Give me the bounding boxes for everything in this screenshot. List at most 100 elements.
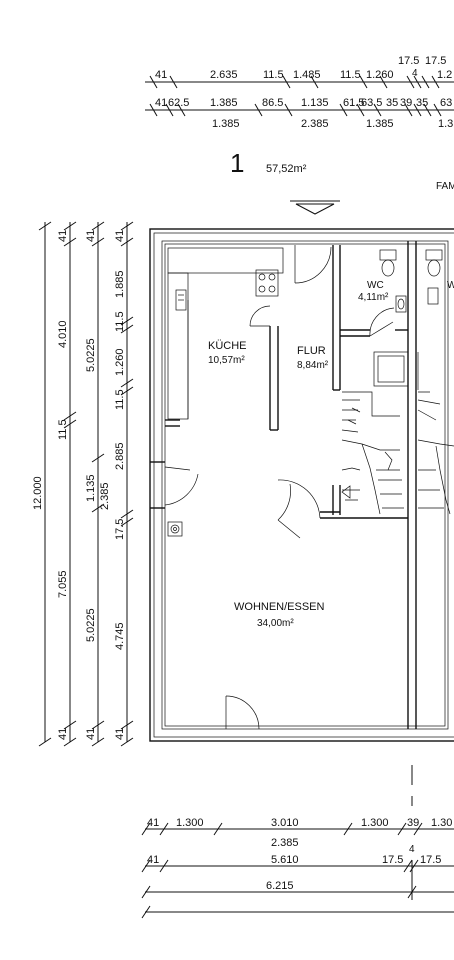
dim-label: 5.0225: [85, 608, 97, 642]
dim-label: 4.745: [114, 622, 126, 650]
top-dimension-labels-row3: 1.385 2.385 1.385 1.3: [212, 118, 453, 130]
dim-label: 39: [400, 97, 412, 109]
dim-label: 41: [57, 728, 69, 740]
sink-icon: [175, 289, 187, 311]
dim-label: 62.5: [168, 97, 189, 109]
dim-label: 11.5: [340, 69, 361, 81]
dim-label: 1.135: [85, 474, 97, 502]
room-area-kitchen: 10,57m²: [208, 355, 245, 366]
dim-label: 4.010: [57, 320, 69, 348]
top-dimension-labels-row1: 41 2.635 11.5 1.485 11.5 1.260 4 17.5 17…: [155, 55, 452, 81]
dim-label: 17.5: [420, 854, 441, 866]
shower-tray: [373, 351, 409, 387]
dim-label: 2.885: [114, 442, 126, 470]
staircase: [341, 391, 404, 515]
room-name-wc: WC: [367, 280, 384, 291]
dim-label: 35: [386, 97, 398, 109]
dim-label: 41: [114, 230, 126, 242]
room-name-neighbor-wc: W: [447, 280, 454, 291]
dim-label: 41: [85, 728, 97, 740]
room-name-living: WOHNEN/ESSEN: [234, 601, 325, 613]
boiler-icon: [167, 521, 183, 537]
dim-label: 1.385: [212, 118, 240, 130]
dim-label: 7.055: [57, 570, 69, 598]
neighbor-staircase: [417, 352, 454, 515]
unit-number: 1: [230, 148, 244, 178]
dim-label: 17.5: [398, 55, 419, 67]
neighbor-unit-label: FAM: [436, 181, 454, 192]
dim-label: 1.260: [114, 348, 126, 376]
dim-label: 2.635: [210, 69, 238, 81]
dim-label: 41: [147, 854, 159, 866]
door-front: [294, 245, 332, 284]
dim-label: 11.5: [114, 389, 126, 410]
dim-label: 41: [85, 230, 97, 242]
dim-label: 17.5: [425, 55, 446, 67]
dim-label: 1.300: [361, 817, 389, 829]
top-dimension-labels-row2: 41 62.5 1.385 86.5 1.135 61.5 63.5 35 39…: [155, 97, 452, 109]
party-wall: [407, 241, 417, 729]
dim-label: 39: [407, 817, 419, 829]
neighbor-toilet-icon: [425, 249, 443, 305]
dim-label: 1.385: [210, 97, 238, 109]
dim-label: 1.3: [438, 118, 453, 130]
unit-area: 57,52m²: [266, 163, 307, 175]
dim-label: 17.5: [114, 519, 126, 540]
dim-label: 41: [155, 97, 167, 109]
dim-label: 3.010: [271, 817, 299, 829]
dim-label: 17.5: [382, 854, 403, 866]
dim-label: 1.385: [366, 118, 394, 130]
room-area-living: 34,00m²: [257, 618, 294, 629]
top-dimension-lines: [145, 75, 454, 117]
bottom-dimension-labels: 41 1.300 3.010 1.300 39 1.30 2.385 41 5.…: [147, 817, 452, 892]
dim-label: 1.260: [366, 69, 394, 81]
dim-label: 1.300: [176, 817, 204, 829]
dim-label: 11.5: [57, 419, 69, 440]
dim-label: 41: [147, 817, 159, 829]
dim-label: 5.610: [271, 854, 299, 866]
room-area-wc: 4,11m²: [358, 292, 389, 303]
kitchen-counter: [167, 247, 284, 420]
door-living-hall: [277, 479, 321, 539]
dim-label: 35: [416, 97, 428, 109]
dim-label: 63: [440, 97, 452, 109]
dim-label: 41: [114, 728, 126, 740]
dim-label: 2.385: [99, 482, 111, 510]
dim-label: 1.485: [293, 69, 321, 81]
dim-label: 4: [409, 844, 415, 855]
exterior-walls: [149, 228, 454, 742]
door-wc: [369, 307, 395, 337]
left-dimension-labels: 12.000 41 4.010 11.5 1.135 7.055 41 41 5…: [32, 230, 126, 740]
interior-walls: [150, 245, 408, 519]
washbasin-icon: [395, 295, 407, 313]
dim-label: 6.215: [266, 880, 294, 892]
dim-label: 41: [57, 230, 69, 242]
dim-label: 1.2: [437, 69, 452, 81]
door-kitchen: [249, 305, 271, 327]
dim-label: 1.30: [431, 817, 452, 829]
stove-icon: [255, 269, 279, 297]
entrance-arrow: [290, 200, 340, 215]
dim-label: 63.5: [361, 97, 382, 109]
door-terrace: [225, 695, 260, 730]
dim-label: 2.385: [271, 837, 299, 849]
dim-label-total: 12.000: [32, 476, 44, 510]
dim-label: 2.385: [301, 118, 329, 130]
dim-label: 11.5: [114, 311, 126, 332]
dim-label: 5.0225: [85, 338, 97, 372]
dim-label: 1.885: [114, 270, 126, 298]
toilet-icon: [379, 249, 397, 277]
room-area-hall: 8,84m²: [297, 360, 329, 371]
dim-label: 1.135: [301, 97, 329, 109]
dim-label: 11.5: [263, 69, 284, 81]
bottom-dimension-lines: [141, 822, 454, 919]
dim-label: 61.5: [343, 97, 364, 109]
left-dimension-lines: [38, 221, 134, 747]
dim-label: 86.5: [262, 97, 283, 109]
room-name-hall: FLUR: [297, 345, 326, 357]
dim-label: 4: [412, 68, 418, 79]
room-name-kitchen: KÜCHE: [208, 340, 247, 352]
dim-label: 41: [155, 69, 167, 81]
door-side: [164, 466, 199, 506]
